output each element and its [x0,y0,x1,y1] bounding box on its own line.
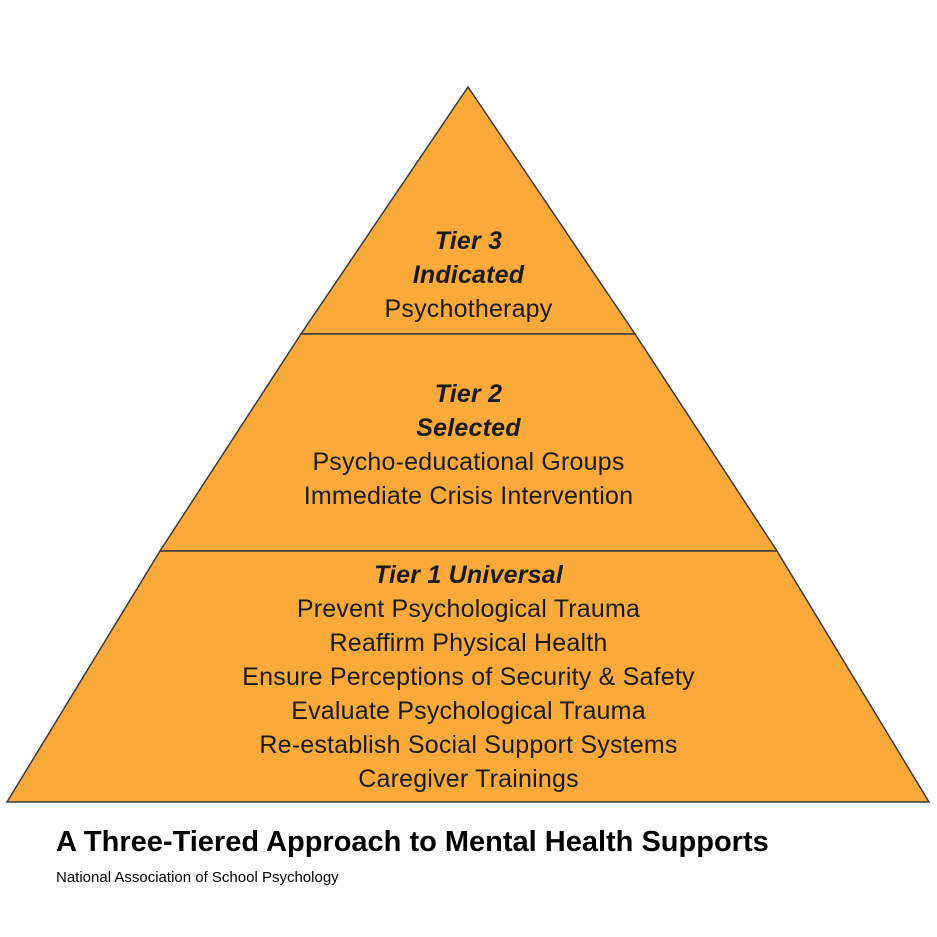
tier-1-item: Caregiver Trainings [358,765,579,793]
tier-1-heading-line: Tier 1 Universal [374,561,563,589]
tier-3-heading-line: Tier 3 [434,227,503,255]
tier-2-item: Psycho-educational Groups [312,448,625,476]
tier-1-item: Prevent Psychological Trauma [296,595,641,623]
tier-1-item: Reaffirm Physical Health [329,629,608,657]
tier-3-text: Tier 3 Indicated Psychotherapy [0,224,937,326]
tier-1-text: Tier 1 Universal Prevent Psychological T… [0,558,937,796]
tier-2-item: Immediate Crisis Intervention [303,482,634,510]
tier-1-item: Ensure Perceptions of Security & Safety [242,663,695,691]
caption-title: A Three-Tiered Approach to Mental Health… [56,826,769,858]
tier-3-heading-line: Indicated [412,261,525,289]
tier-2-text: Tier 2 Selected Psycho-educational Group… [0,377,937,513]
tier-3-item: Psychotherapy [384,295,553,323]
caption-source: National Association of School Psycholog… [56,869,339,886]
tier-1-item: Evaluate Psychological Trauma [291,697,646,725]
tier-1-section [5,550,931,803]
tier-2-heading-line: Selected [416,414,521,442]
tier-2-heading-line: Tier 2 [434,380,503,408]
tier-1-item: Re-establish Social Support Systems [259,731,678,759]
